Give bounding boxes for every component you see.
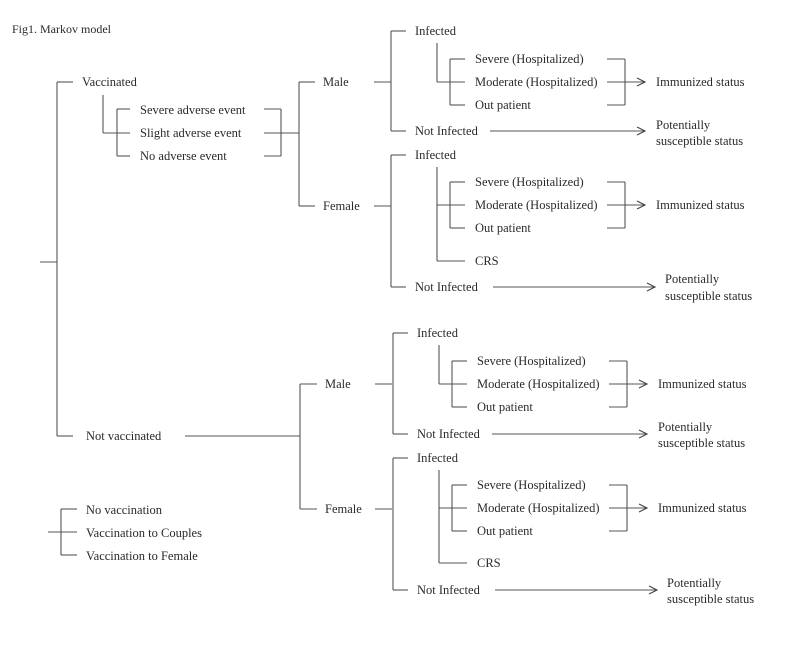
severity-severe: Severe (Hospitalized) bbox=[477, 354, 586, 368]
infection-block-vaccinated-female bbox=[390, 154, 655, 287]
potentially-susceptible-line2: susceptible status bbox=[656, 134, 743, 148]
crs-label: CRS bbox=[475, 254, 499, 268]
potentially-susceptible-line1: Potentially bbox=[667, 576, 722, 590]
adverse-event-severe: Severe adverse event bbox=[140, 103, 246, 117]
potentially-susceptible-line1: Potentially bbox=[656, 118, 711, 132]
infection-block-not-vaccinated-female bbox=[392, 457, 657, 590]
strategy-connector bbox=[48, 508, 77, 556]
vaccinated-female-label: Female bbox=[323, 199, 360, 213]
not-vaccinated-label: Not vaccinated bbox=[86, 429, 162, 443]
immunized-status: Immunized status bbox=[658, 377, 747, 391]
not-vaccinated-female-label: Female bbox=[325, 502, 362, 516]
severity-severe: Severe (Hospitalized) bbox=[475, 175, 584, 189]
adverse-event-connectors bbox=[102, 95, 299, 157]
not-infected-label: Not Infected bbox=[417, 583, 481, 597]
not-vaccinated-sex-connector bbox=[185, 383, 392, 510]
severity-severe: Severe (Hospitalized) bbox=[475, 52, 584, 66]
severity-moderate: Moderate (Hospitalized) bbox=[477, 377, 600, 391]
strategy-vaccination-female: Vaccination to Female bbox=[86, 549, 198, 563]
not-infected-label: Not Infected bbox=[415, 124, 479, 138]
strategy-no-vaccination: No vaccination bbox=[86, 503, 163, 517]
not-infected-label: Not Infected bbox=[415, 280, 479, 294]
not-infected-label: Not Infected bbox=[417, 427, 481, 441]
infection-block-vaccinated-male bbox=[390, 30, 645, 131]
severity-severe: Severe (Hospitalized) bbox=[477, 478, 586, 492]
potentially-susceptible-line2: susceptible status bbox=[667, 592, 754, 606]
vaccinated-sex-connector bbox=[298, 81, 391, 207]
potentially-susceptible-line2: susceptible status bbox=[658, 436, 745, 450]
infected-label: Infected bbox=[415, 148, 457, 162]
immunized-status: Immunized status bbox=[656, 198, 745, 212]
potentially-susceptible-line2: susceptible status bbox=[665, 289, 752, 303]
infected-label: Infected bbox=[417, 326, 459, 340]
potentially-susceptible-line1: Potentially bbox=[658, 420, 713, 434]
potentially-susceptible-line1: Potentially bbox=[665, 272, 720, 286]
infected-label: Infected bbox=[417, 451, 459, 465]
infection-block-not-vaccinated-male bbox=[392, 332, 647, 434]
strategy-vaccination-couples: Vaccination to Couples bbox=[86, 526, 202, 540]
root-connector bbox=[40, 81, 73, 437]
not-vaccinated-male-label: Male bbox=[325, 377, 351, 391]
severity-outpatient: Out patient bbox=[477, 524, 533, 538]
severity-moderate: Moderate (Hospitalized) bbox=[475, 198, 598, 212]
severity-outpatient: Out patient bbox=[477, 400, 533, 414]
severity-moderate: Moderate (Hospitalized) bbox=[475, 75, 598, 89]
severity-moderate: Moderate (Hospitalized) bbox=[477, 501, 600, 515]
infected-label: Infected bbox=[415, 24, 457, 38]
immunized-status: Immunized status bbox=[658, 501, 747, 515]
vaccinated-male-label: Male bbox=[323, 75, 349, 89]
vaccinated-label: Vaccinated bbox=[82, 75, 138, 89]
figure-title: Fig1. Markov model bbox=[12, 22, 112, 36]
immunized-status: Immunized status bbox=[656, 75, 745, 89]
crs-label: CRS bbox=[477, 556, 501, 570]
adverse-event-none: No adverse event bbox=[140, 149, 227, 163]
adverse-event-slight: Slight adverse event bbox=[140, 126, 242, 140]
severity-outpatient: Out patient bbox=[475, 221, 531, 235]
severity-outpatient: Out patient bbox=[475, 98, 531, 112]
